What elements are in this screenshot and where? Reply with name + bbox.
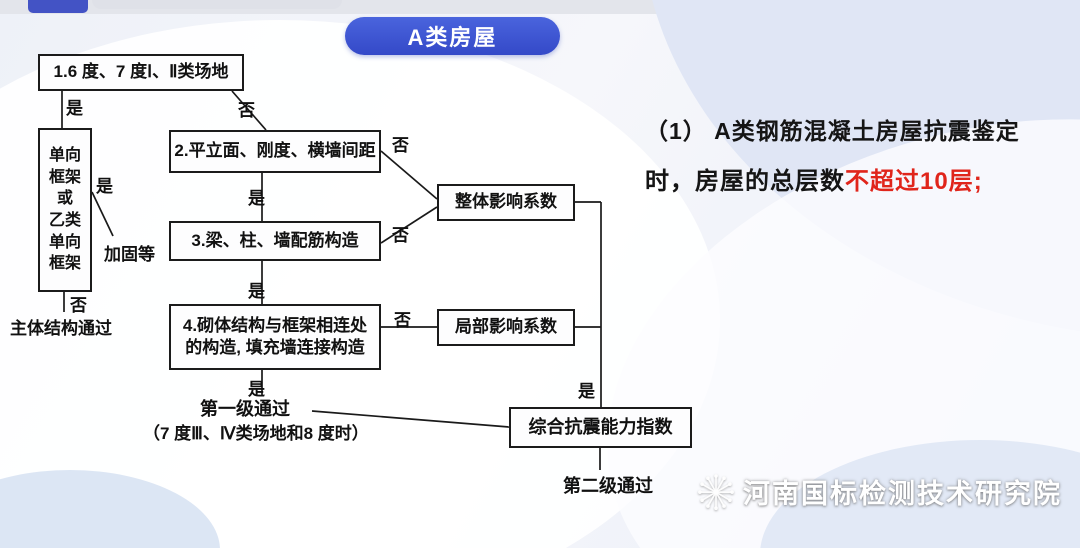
- dandelion-logo-icon: [698, 474, 734, 511]
- flow-step-3-box: 3.梁、柱、墙配筋构造: [169, 221, 381, 261]
- cropped-blue-chip: [28, 0, 88, 13]
- branch-label-no: 否: [70, 296, 87, 315]
- branch-label-yes: 是: [248, 189, 265, 208]
- second-level-pass-label: 第二级通过: [563, 476, 653, 496]
- first-level-note-label: （7 度Ⅲ、Ⅳ类场地和8 度时）: [143, 424, 369, 443]
- watermark-text: 河南国标检测技术研究院: [743, 478, 1062, 509]
- branch-label-yes: 是: [96, 177, 113, 196]
- branch-label-yes: 是: [66, 99, 83, 118]
- flow-step-2-box: 2.平立面、刚度、横墙间距: [169, 130, 381, 173]
- note-line-1: （1） A类钢筋混凝土房屋抗震鉴定: [645, 118, 1020, 144]
- flow-step-4-box: 4.砌体结构与框架相连处 的构造, 填充墙连接构造: [169, 304, 381, 370]
- branch-label-no: 否: [238, 101, 255, 120]
- flow-local-influence-box: 局部影响系数: [437, 309, 575, 346]
- title-pill: A类房屋: [345, 17, 560, 55]
- branch-label-yes: 是: [248, 380, 265, 399]
- cropped-gray-pill: [92, 0, 342, 9]
- note-line2-highlight: 不超过10层;: [845, 168, 983, 195]
- flow-composite-index-box: 综合抗震能力指数: [509, 407, 692, 448]
- flow-global-influence-box: 整体影响系数: [437, 184, 575, 221]
- note-line-2: 时，房屋的总层数不超过10层;: [645, 161, 1075, 196]
- branch-label-no: 否: [392, 136, 409, 155]
- flow-step-1-box: 1.6 度、7 度Ⅰ、Ⅱ类场地: [38, 54, 244, 91]
- annotation-note: （1） A类钢筋混凝土房屋抗震鉴定 时，房屋的总层数不超过10层;: [645, 112, 1075, 196]
- reinforce-label: 加固等: [104, 245, 155, 264]
- first-level-pass-label: 第一级通过: [200, 399, 290, 419]
- watermark: 河南国标检测技术研究院: [693, 468, 1062, 514]
- flow-frame-alternative-box: 单向 框架 或 乙类 单向 框架: [38, 128, 92, 292]
- branch-label-yes: 是: [578, 382, 595, 401]
- main-structure-pass-label: 主体结构通过: [10, 319, 112, 338]
- branch-label-no: 否: [392, 226, 409, 245]
- note-line2-prefix: 时，房屋的总层数: [645, 168, 845, 195]
- branch-label-yes: 是: [248, 282, 265, 301]
- branch-label-no: 否: [394, 311, 411, 330]
